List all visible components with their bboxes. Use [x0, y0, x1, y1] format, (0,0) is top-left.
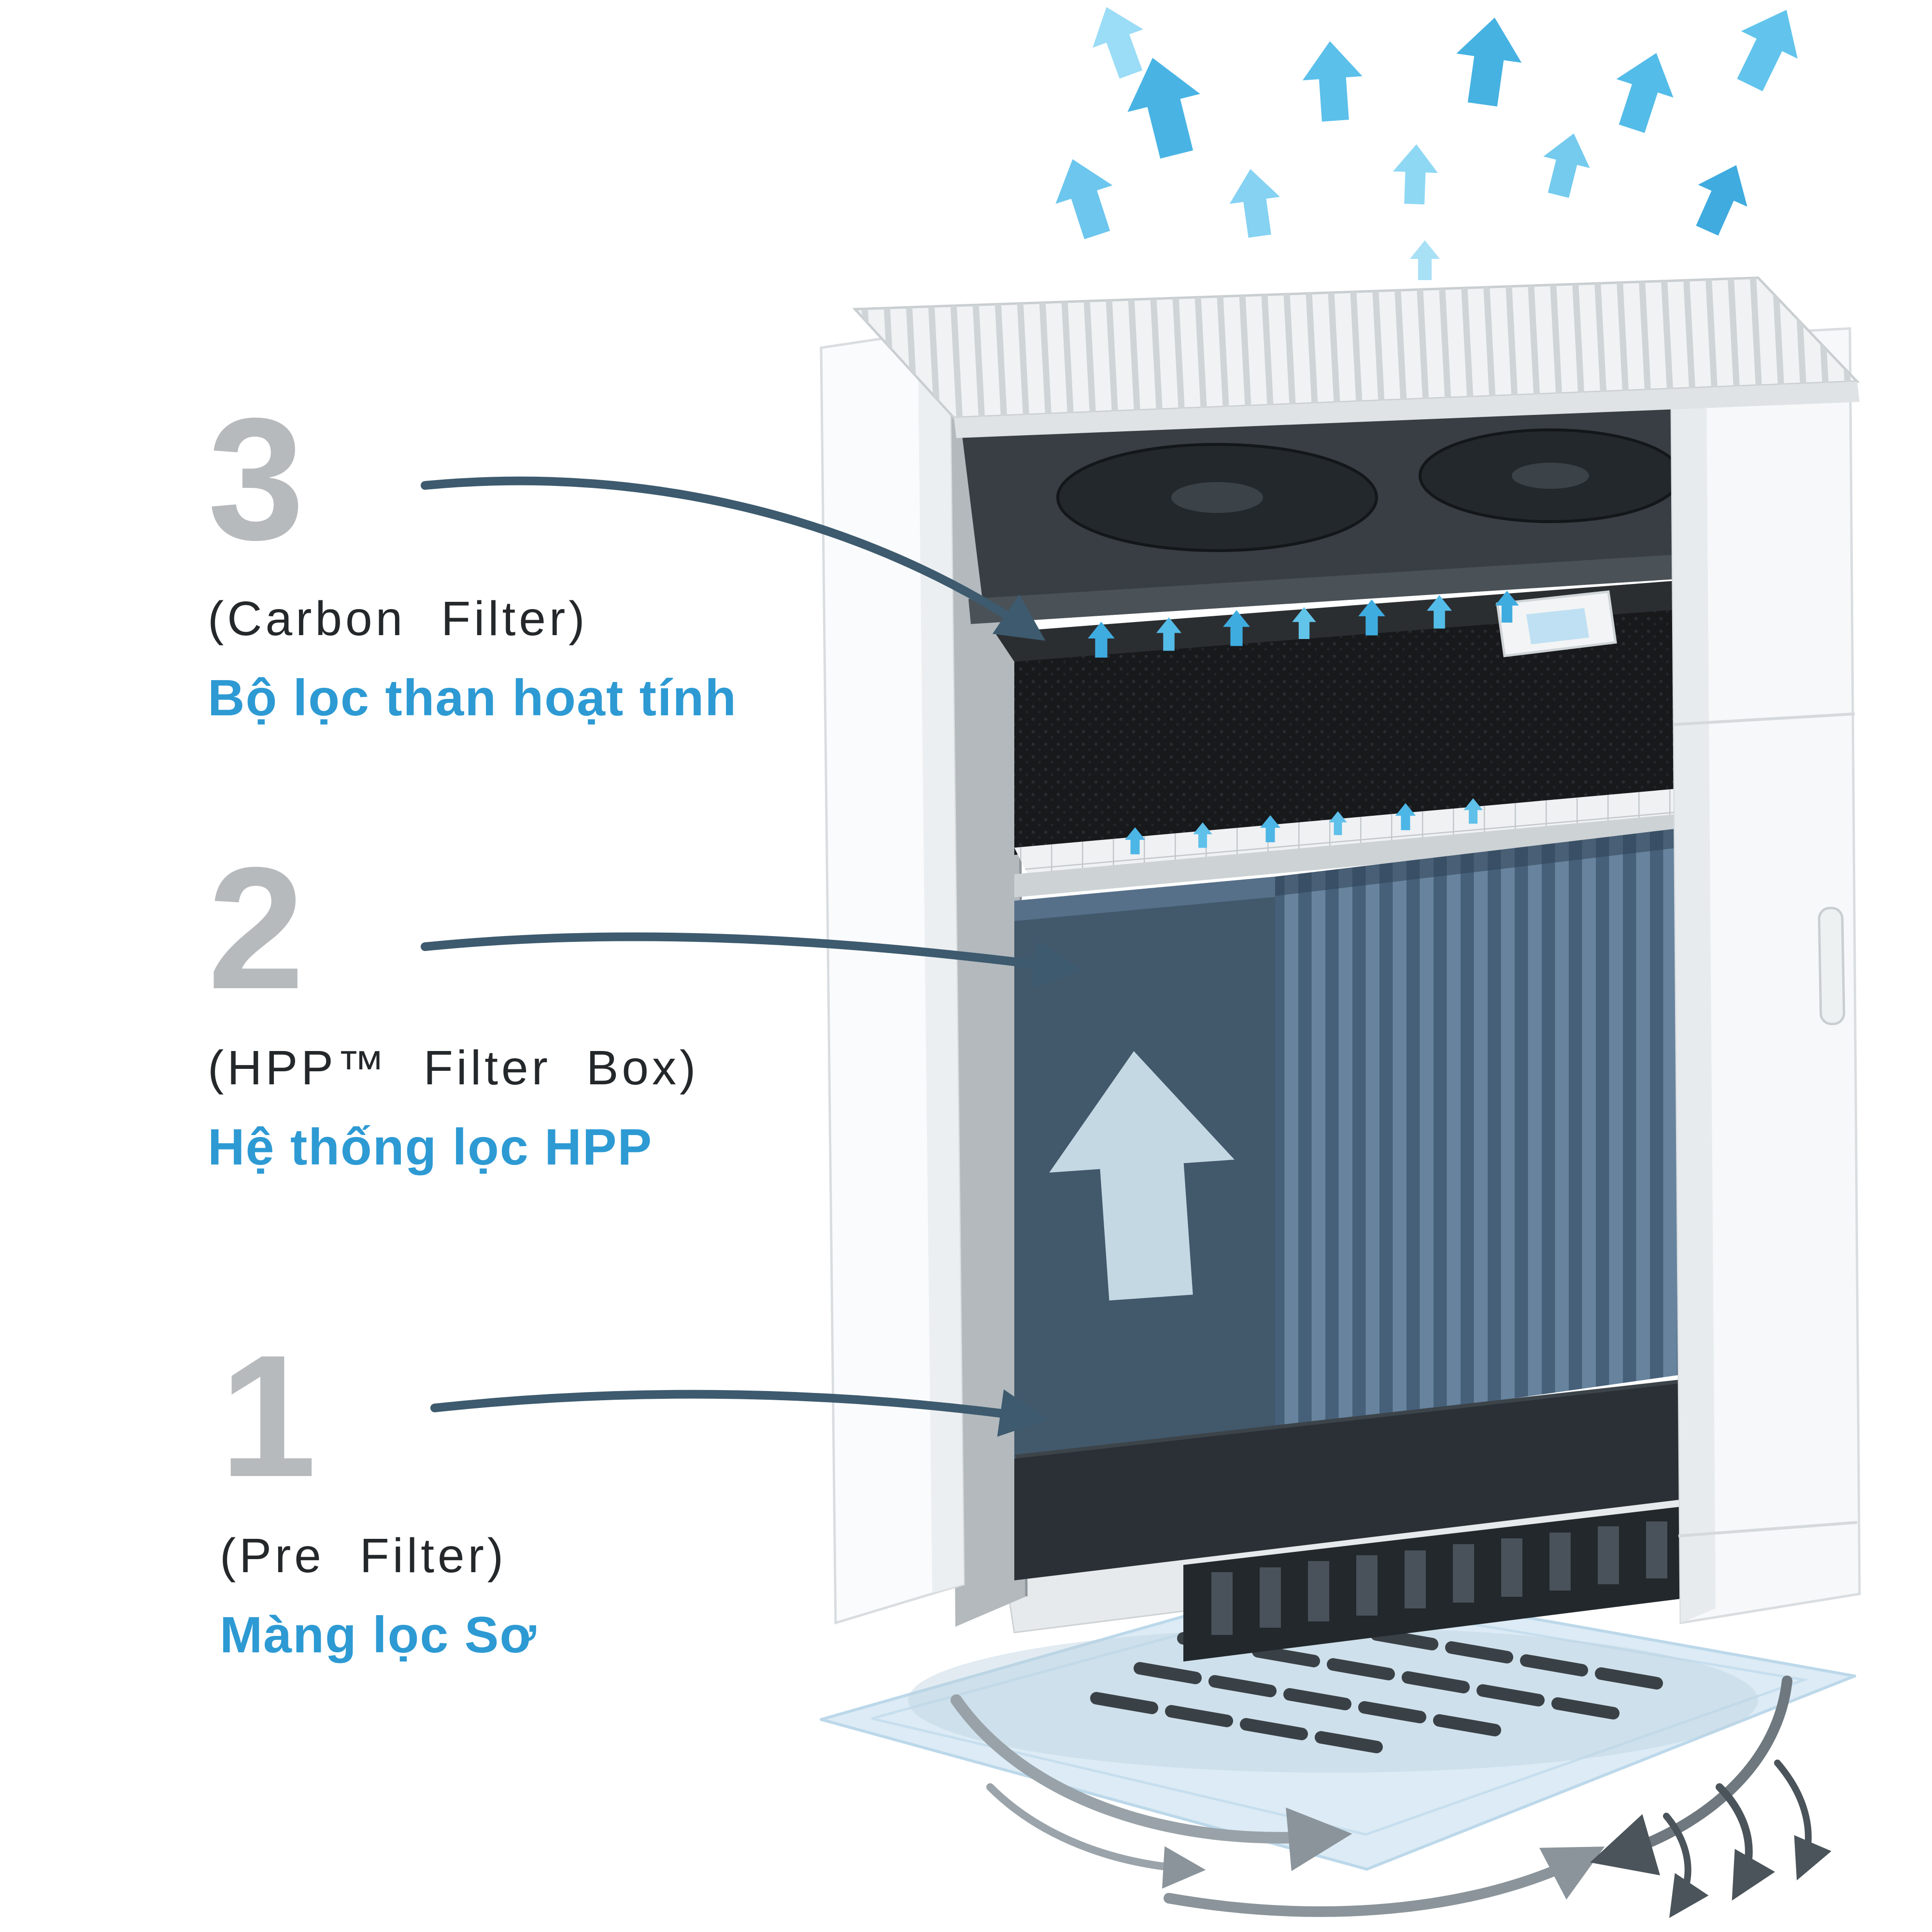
sensor-module: [1496, 590, 1617, 657]
hpp-filter-box: [1014, 824, 1719, 1466]
callout-pre-filter: 1 (Pre Filter) Màng lọc Sơ: [220, 1319, 537, 1664]
right-side-panel: [1670, 327, 1861, 1624]
callout-carbon-filter: 3 (Carbon Filter) Bộ lọc than hoạt tính: [208, 382, 737, 727]
pre-filter-layer: [1014, 1375, 1729, 1580]
callout-title-en-carbon: (Carbon Filter): [208, 592, 588, 646]
left-side-panel: [820, 327, 965, 1625]
fan-assembly: [959, 369, 1744, 624]
callout-number-1: 1: [220, 1319, 317, 1513]
bottom-airflow-arrows-icon: [951, 1676, 1832, 1918]
callout-number-2: 2: [208, 831, 305, 1025]
callout-title-vi-hpp: Hệ thống lọc HPP: [208, 1119, 653, 1176]
base-inlet-plate: [820, 1578, 1856, 1871]
unit-bottom-tray: [1004, 1484, 1740, 1662]
callout-title-vi-carbon: Bộ lọc than hoạt tính: [208, 669, 737, 726]
carbon-filter-layer: [995, 580, 1719, 855]
callout-number-3: 3: [208, 382, 305, 576]
pointer-arrow-hpp-filter: [421, 932, 1082, 988]
callout-hpp-filter: 2 (HPP™ Filter Box) Hệ thống lọc HPP: [208, 831, 699, 1177]
callout-title-vi-pre: Màng lọc Sơ: [220, 1606, 537, 1663]
callout-pointer-arrows: [421, 476, 1082, 1437]
top-airflow-arrows-icon: [1044, 0, 1815, 280]
pointer-arrow-pre-filter: [430, 1389, 1048, 1437]
callout-title-en-hpp: (HPP™ Filter Box): [208, 1041, 699, 1095]
support-grid: [1014, 785, 1734, 897]
callout-title-en-pre: (Pre Filter): [220, 1529, 507, 1583]
top-outlet-grille: [852, 276, 1860, 438]
pointer-arrow-carbon-filter: [421, 476, 1046, 641]
